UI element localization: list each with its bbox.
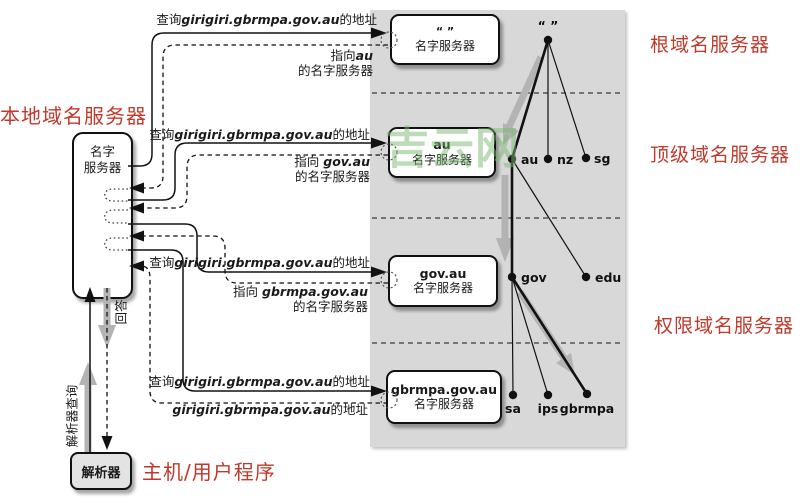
response-1-line2: 的名字服务器 [297, 62, 373, 78]
local-name-server-label-line2: 服务器 [83, 159, 122, 175]
query-3-domain: girigiri.gbrmpa.gov.au [174, 255, 333, 270]
heading-local-dns: 本地域名服务器 [0, 104, 147, 128]
heading-host-program: 主机/用户程序 [142, 460, 276, 484]
response-1-domain: au [355, 48, 373, 63]
local-name-server-box: 名字 服务器 [72, 132, 133, 299]
response-1-prefix: 指向 [330, 48, 356, 63]
query-3-suffix: 的地址 [332, 255, 370, 270]
query-1-domain: girigiri.gbrmpa.gov.au [181, 12, 340, 27]
heading-tld-dns: 顶级域名服务器 [650, 144, 791, 166]
resolver-label: 解析器 [81, 465, 121, 481]
tree-label-sg: sg [594, 151, 610, 166]
local-name-server-label-line1: 名字 [89, 144, 115, 159]
response-2-domain: gov.au [323, 154, 370, 169]
tree-label-edu: edu [595, 270, 621, 285]
response-4-domain: girigiri.gbrmpa.gov.au [172, 402, 331, 417]
gov-au-name-server-sublabel: 名字服务器 [412, 281, 473, 296]
tree-edges [510, 39, 589, 396]
tree-label-nz: nz [557, 152, 573, 167]
resolver-query-line [84, 287, 96, 452]
tree-gray-arrows [496, 55, 575, 375]
resolver-box: 解析器 [70, 452, 132, 490]
response-3-domain: gbrmpa.gov.au [262, 284, 368, 299]
root-name-server-name: “ ” [435, 25, 455, 39]
query-label-3: 查询girigiri.gbrmpa.gov.au的地址 [149, 252, 370, 271]
au-name-server-name: au [433, 137, 451, 153]
root-name-server-sublabel: 名字服务器 [414, 38, 475, 53]
tree-label-au: au [521, 152, 538, 167]
response-label-4: girigiri.gbrmpa.gov.au的地址 [172, 402, 368, 418]
resolver-query-vertical-label: 解析器查询 [64, 384, 80, 448]
response-2-line2: 的名字服务器 [294, 168, 370, 184]
tree-node-labels: “ ” au nz sg gov edu sa ips gbrmpa [505, 18, 621, 416]
gbrmpa-name-server-box: gbrmpa.gov.au 名字服务器 [386, 370, 502, 424]
resolver-query-gray-arrow [79, 362, 97, 452]
query-2-suffix: 的地址 [332, 127, 370, 142]
au-name-server-box: au 名字服务器 [388, 127, 496, 178]
query-2-domain: girigiri.gbrmpa.gov.au [174, 127, 333, 142]
query-arrowheads [371, 27, 387, 397]
query-label-1: 查询girigiri.gbrmpa.gov.au的地址 [156, 9, 377, 28]
response-label-2: 指向 gov.au 的名字服务器 [294, 154, 370, 185]
root-name-server-box: “ ” 名字服务器 [390, 14, 500, 65]
tree-label-gov: gov [521, 270, 547, 285]
response-label-3: 指向 gbrmpa.gov.au 的名字服务器 [233, 284, 368, 315]
query-1-suffix: 的地址 [339, 12, 377, 27]
level-separator-lines [372, 92, 623, 344]
response-3-line2: 的名字服务器 [292, 298, 368, 314]
answer-line [101, 288, 113, 450]
query-1-prefix: 查询 [156, 12, 182, 27]
tree-label-gbrmpa: gbrmpa [560, 401, 614, 416]
query-2-prefix: 查询 [149, 127, 175, 142]
response-3-prefix: 指向 [233, 284, 263, 299]
query-3-prefix: 查询 [149, 255, 175, 270]
gbrmpa-name-server-sublabel: 名字服务器 [413, 397, 474, 412]
query-label-2: 查询girigiri.gbrmpa.gov.au的地址 [149, 124, 370, 143]
query-4-suffix: 的地址 [332, 374, 370, 389]
internal-loop-lines [104, 188, 128, 251]
query-4-domain: girigiri.gbrmpa.gov.au [174, 374, 333, 389]
response-2-prefix: 指向 [294, 154, 324, 169]
tree-nodes [507, 35, 592, 400]
tree-label-sa: sa [505, 401, 521, 416]
au-name-server-sublabel: 名字服务器 [411, 152, 472, 167]
tree-label-root: “ ” [538, 18, 559, 33]
gov-au-name-server-box: gov.au 名字服务器 [388, 255, 498, 307]
entry-circles [380, 31, 398, 409]
query-4-prefix: 查询 [149, 374, 175, 389]
answer-vertical-label: 回答 [113, 299, 129, 325]
response-arrowheads [129, 182, 144, 272]
gbrmpa-name-server-name: gbrmpa.gov.au [391, 381, 497, 397]
tree-label-ips: ips [538, 401, 559, 416]
gov-au-name-server-name: gov.au [419, 265, 467, 281]
query-label-4: 查询girigiri.gbrmpa.gov.au的地址 [149, 371, 370, 390]
response-label-1: 指向au 的名字服务器 [297, 48, 373, 79]
response-lines [140, 44, 388, 404]
heading-auth-dns: 权限域名服务器 [654, 315, 795, 337]
heading-root-dns: 根域名服务器 [650, 34, 771, 56]
response-4-suffix: 的地址 [330, 402, 368, 417]
query-lines [128, 32, 371, 392]
